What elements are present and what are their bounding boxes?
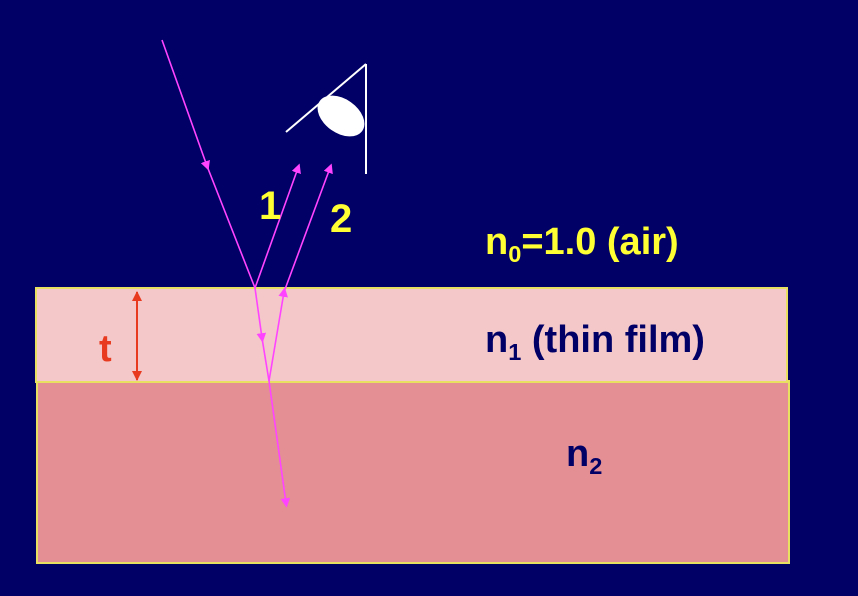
ray-2-label: 2 xyxy=(330,197,353,241)
n0-value: =1.0 (air) xyxy=(521,221,679,263)
n0-symbol: n xyxy=(485,221,509,263)
ray-1-label: 1 xyxy=(259,184,282,228)
reflected-ray-2 xyxy=(283,163,333,293)
refracted-ray-film xyxy=(254,287,270,382)
internal-reflected-ray xyxy=(268,287,288,382)
n2-subscript: 2 xyxy=(589,452,603,479)
substrate-index-label: n2 xyxy=(566,433,602,477)
reflected-ray-1 xyxy=(254,163,301,289)
thickness-label: t xyxy=(99,328,112,370)
air-index-label: n0=1.0 (air) xyxy=(485,221,679,265)
incident-ray xyxy=(161,39,256,289)
eye-icon xyxy=(285,63,367,174)
thin-film-layer xyxy=(35,287,788,383)
n1-description: (thin film) xyxy=(521,319,705,361)
transmitted-ray xyxy=(268,380,291,508)
n2-symbol: n xyxy=(566,433,590,475)
thin-film-index-label: n1 (thin film) xyxy=(485,319,705,363)
n1-subscript: 1 xyxy=(508,338,522,365)
n1-symbol: n xyxy=(485,319,509,361)
n0-subscript: 0 xyxy=(508,240,522,267)
substrate-layer xyxy=(36,380,790,564)
